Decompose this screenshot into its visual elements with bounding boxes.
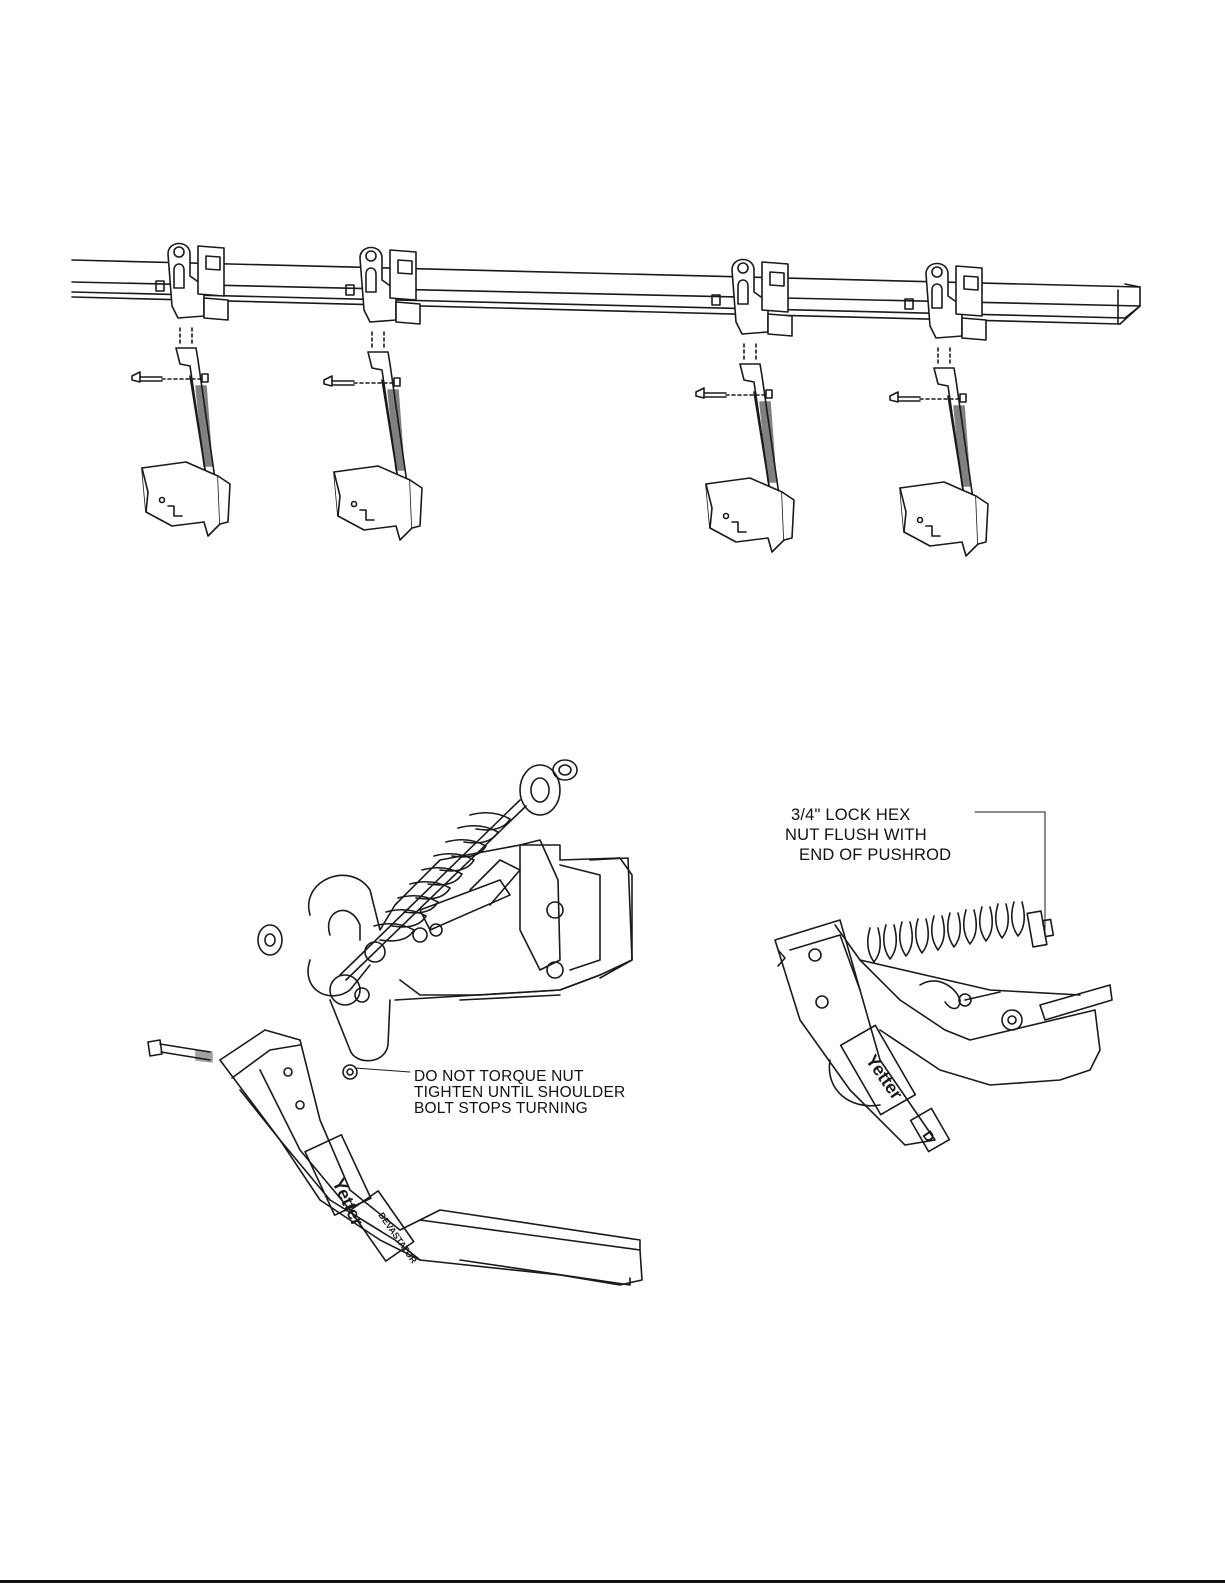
lock-nut-note-line-1: 3/4" LOCK HEX (785, 805, 951, 825)
assembled-spring (868, 902, 1025, 962)
lock-nut-note-line-3: END OF PUSHROD (785, 845, 951, 865)
tube-spacer (156, 281, 164, 291)
mount-unit-2 (324, 248, 422, 541)
torque-note-line-2: TIGHTEN UNTIL SHOULDER (414, 1085, 625, 1101)
model-decal-right-text: D (920, 1128, 939, 1145)
torque-note-line-3: BOLT STOPS TURNING (414, 1101, 625, 1117)
brand-decal-right (841, 1025, 916, 1114)
spacer-washer (258, 925, 282, 955)
mount-unit-3 (696, 260, 794, 553)
compression-spring (374, 813, 510, 941)
lock-nut-note-callout: 3/4" LOCK HEX NUT FLUSH WITH END OF PUSH… (785, 805, 951, 865)
model-decal (350, 1191, 413, 1261)
toolbar-assembly-illustration (0, 0, 1225, 600)
shoulder-bolt (148, 1040, 162, 1056)
torque-note-callout: DO NOT TORQUE NUT TIGHTEN UNTIL SHOULDER… (414, 1069, 625, 1117)
footer-rule (0, 1580, 1225, 1583)
hair-pin-clip (920, 981, 960, 1009)
brand-decal-right-text: Yetter (862, 1051, 907, 1103)
brand-decal-text: Yetter (328, 1175, 367, 1229)
shoulder-bolt-nut (343, 1065, 357, 1079)
model-decal-text: DEVASTATOR (376, 1210, 419, 1265)
top-nut (553, 760, 577, 780)
callout-leader-line (975, 812, 1045, 930)
spring-washer (520, 765, 560, 815)
tube-spacer (346, 285, 354, 295)
mount-unit-1 (132, 244, 230, 537)
torque-note-line-1: DO NOT TORQUE NUT (414, 1069, 625, 1085)
brand-decal (305, 1135, 371, 1215)
lock-hex-nut (1027, 911, 1047, 947)
lock-nut-note-line-2: NUT FLUSH WITH (785, 825, 951, 845)
